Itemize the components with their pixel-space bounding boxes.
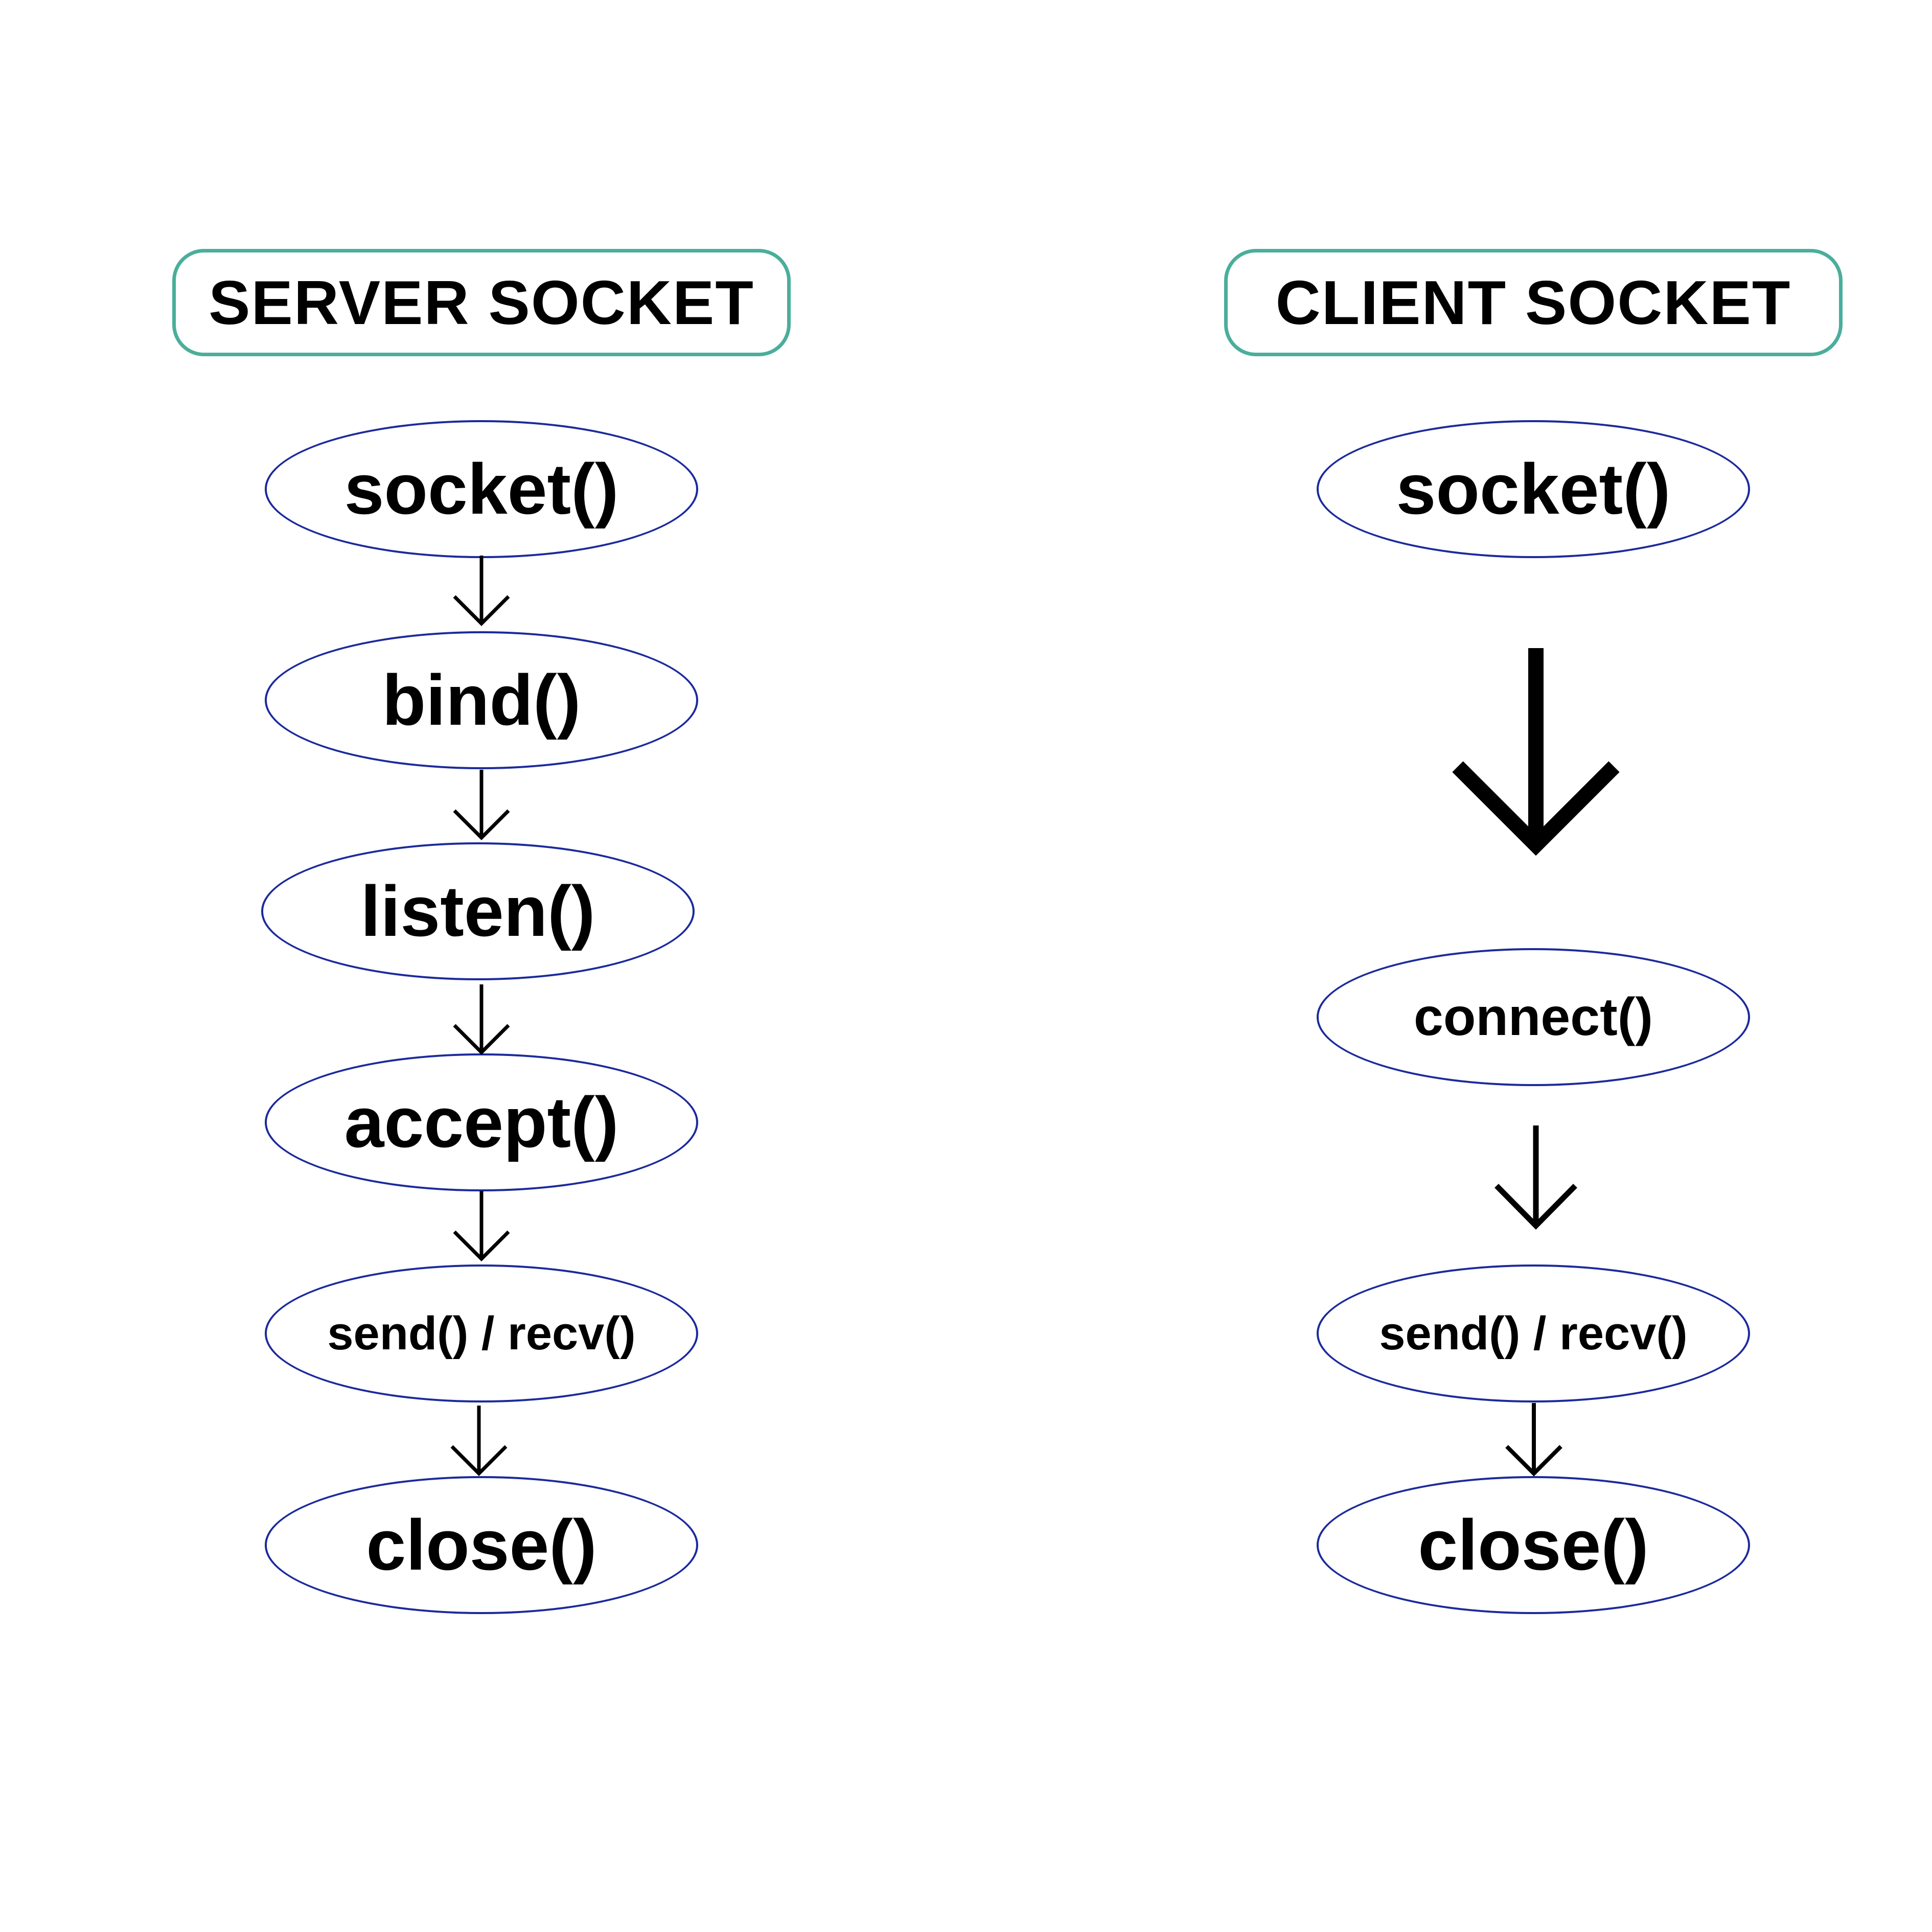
server-step-bind: bind() — [265, 631, 698, 769]
server-step-listen: listen() — [261, 842, 695, 980]
client-step-connect: connect() — [1317, 948, 1750, 1086]
server-arrow-1 — [453, 556, 510, 626]
client-socket-header: CLIENT SOCKET — [1224, 249, 1843, 356]
server-arrow-2 — [453, 770, 510, 840]
server-socket-header: SERVER SOCKET — [172, 249, 791, 356]
server-arrow-5 — [450, 1406, 508, 1476]
client-step-send-recv: send() / recv() — [1317, 1264, 1750, 1402]
client-arrow-1-large — [1452, 648, 1620, 856]
client-step-close: close() — [1317, 1476, 1750, 1614]
server-step-accept: accept() — [265, 1053, 698, 1191]
server-step-close: close() — [265, 1476, 698, 1614]
client-arrow-3 — [1505, 1403, 1562, 1477]
client-step-socket: socket() — [1317, 420, 1750, 558]
server-arrow-3 — [453, 984, 510, 1055]
server-step-socket: socket() — [265, 420, 698, 558]
server-arrow-4 — [453, 1191, 510, 1261]
client-arrow-2 — [1494, 1125, 1577, 1230]
server-step-send-recv: send() / recv() — [265, 1264, 698, 1402]
